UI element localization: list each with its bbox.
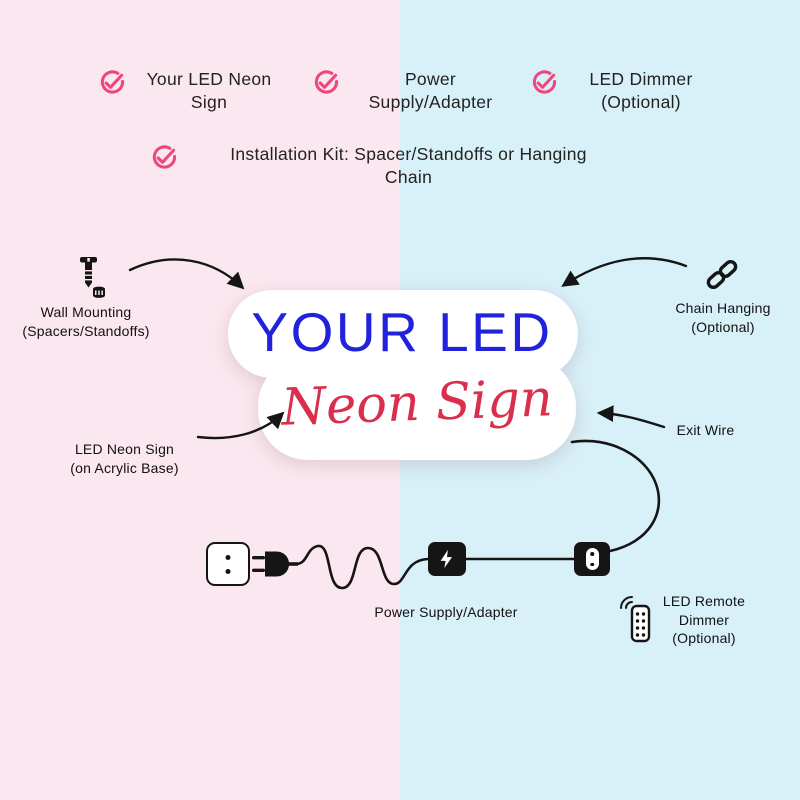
chain-link-icon [706, 259, 738, 290]
arrow-exit-wire [596, 405, 666, 429]
power-adapter-icon [428, 542, 466, 576]
label-line: (Optional) [672, 630, 736, 646]
label-line: Chain Hanging [675, 300, 771, 316]
checklist-item-installation-kit: Installation Kit: Spacer/Standoffs or Ha… [150, 143, 631, 189]
checklist-label: Power [404, 69, 457, 89]
label-line: Power Supply/Adapter [374, 604, 518, 620]
inline-dimmer-icon [574, 542, 610, 576]
checklist-label: Supply/Adapter [368, 92, 493, 112]
outlet-hole [225, 555, 231, 560]
screw-standoff-icon [80, 257, 105, 298]
wire-plug-to-adapter [294, 544, 430, 590]
label-line: (Spacers/Standoffs) [22, 322, 150, 339]
label-line: Dimmer [678, 611, 730, 628]
checklist-label: (Optional) [601, 92, 681, 112]
checklist-item-neon-sign: Your LED Neon Sign [98, 68, 284, 114]
lightning-bolt-icon [440, 549, 453, 569]
arrow-wall-mounting [128, 258, 245, 290]
label-power-supply: Power Supply/Adapter [346, 603, 546, 622]
label-chain-hanging: Chain Hanging (Optional) [648, 299, 798, 336]
checklist-label: Installation Kit: Spacer/Standoffs or Ha… [230, 144, 587, 164]
wall-outlet-icon [206, 542, 250, 586]
sign-title-text: YOUR LED [251, 301, 553, 363]
wire-exit [570, 439, 661, 553]
remote-control-icon [620, 596, 651, 643]
label-exit-wire: Exit Wire [658, 421, 753, 440]
label-line: Wall Mounting [40, 304, 132, 320]
checklist-label: Sign [190, 92, 228, 112]
power-plug-icon [252, 551, 298, 577]
label-led-neon-sign: LED Neon Sign (on Acrylic Base) [42, 440, 207, 477]
outlet-hole [225, 569, 231, 574]
arrow-chain-hanging [561, 257, 688, 287]
label-line: (on Acrylic Base) [70, 459, 179, 476]
label-wall-mounting: Wall Mounting (Spacers/Standoffs) [5, 303, 167, 340]
checklist-item-dimmer: LED Dimmer (Optional) [530, 68, 716, 114]
label-line: Exit Wire [676, 422, 735, 438]
checklist-label: Chain [384, 167, 433, 187]
arrow-led-neon-sign [196, 411, 285, 440]
checklist-item-power-supply: Power Supply/Adapter [312, 68, 513, 114]
checklist-label: LED Dimmer [589, 69, 693, 89]
label-line: LED Neon Sign [74, 441, 175, 457]
dimmer-button [585, 548, 599, 570]
label-led-remote-dimmer: LED Remote Dimmer (Optional) [650, 592, 758, 648]
label-line: LED Remote [662, 593, 746, 609]
label-line: (Optional) [691, 318, 755, 335]
checklist-label: Your LED Neon [146, 69, 272, 89]
